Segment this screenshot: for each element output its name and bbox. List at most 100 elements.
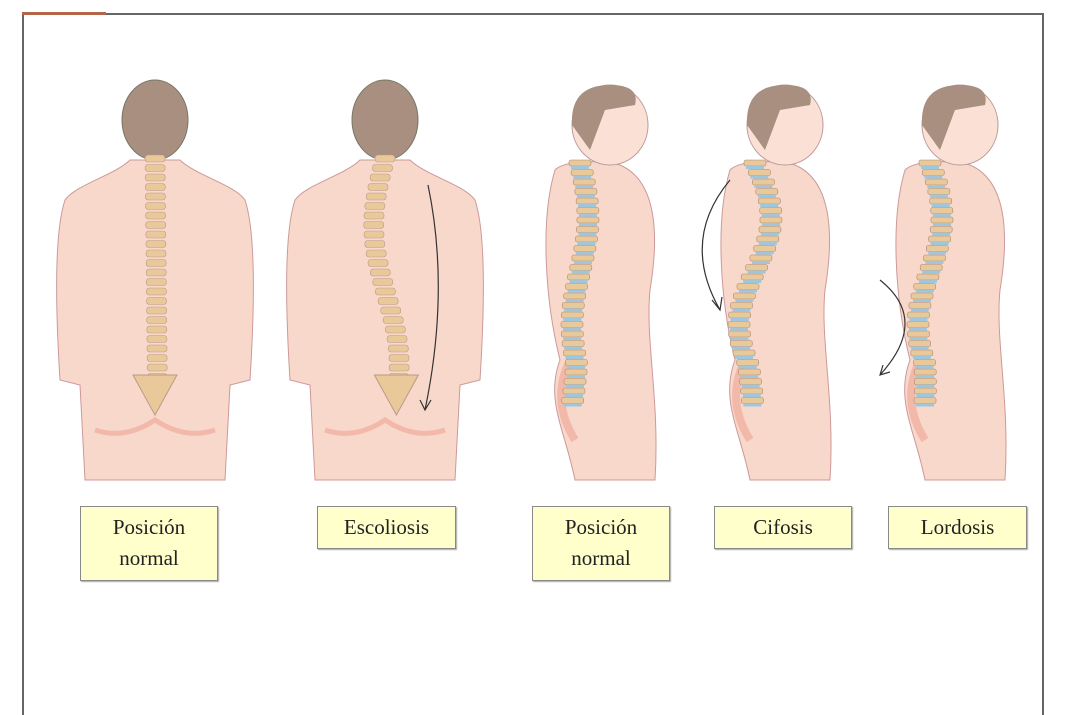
vertebra (145, 230, 167, 239)
vertebra (908, 302, 932, 309)
buttocks-shade (94, 416, 216, 436)
vertebra (752, 178, 775, 186)
curvature-arrow (701, 179, 731, 312)
vertebra (576, 207, 600, 214)
disc (915, 289, 934, 293)
vertebra (910, 349, 934, 357)
vertebra (753, 245, 777, 252)
vertebra (929, 226, 953, 233)
frame-accent (22, 12, 106, 15)
disc (913, 299, 932, 302)
vertebra (740, 273, 764, 281)
vertebra (738, 368, 761, 376)
vertebra (385, 325, 406, 334)
label-scoliosis: Escoliosis (317, 506, 456, 549)
vertebra (377, 297, 399, 305)
vertebra (927, 188, 951, 195)
vertebra (914, 387, 937, 395)
vertebra (388, 344, 409, 353)
vertebra (921, 169, 945, 176)
vertebra (741, 397, 764, 404)
disc (567, 289, 586, 293)
disc (746, 166, 764, 169)
vertebra (907, 311, 930, 319)
vertebra (372, 164, 393, 172)
vertebra (369, 268, 391, 277)
hair (921, 85, 986, 150)
vertebra (573, 245, 597, 252)
vertebra (569, 264, 593, 271)
label-line2: normal (119, 546, 179, 570)
diagram-frame (22, 13, 1044, 715)
side-lordosis-figure (879, 84, 1007, 481)
vertebra (145, 192, 166, 201)
vertebra (758, 197, 781, 205)
vertebra (745, 264, 768, 271)
disc (910, 346, 929, 350)
vertebra (561, 340, 585, 347)
vertebra (916, 273, 940, 281)
vertebra (913, 283, 937, 290)
vertebra (145, 183, 166, 191)
buttocks-shade (324, 416, 446, 436)
disc (565, 356, 584, 359)
disc (761, 223, 780, 226)
disc (932, 223, 951, 226)
side-kyphosis-figure (701, 84, 832, 481)
disc (735, 299, 754, 302)
disc (909, 337, 928, 340)
vertebra (743, 159, 767, 167)
curvature-arrow (879, 279, 906, 376)
vertebra (145, 240, 167, 248)
vertebra (363, 221, 385, 229)
vertebra (732, 349, 756, 357)
disc (563, 403, 582, 407)
disc (567, 375, 586, 378)
disc (921, 166, 939, 169)
vertebra (146, 287, 167, 296)
hair (571, 85, 636, 150)
vertebra (740, 387, 764, 395)
vertebra (570, 169, 594, 176)
disc (916, 375, 935, 378)
vertebra (364, 202, 386, 210)
vertebra (369, 173, 391, 182)
disc (569, 280, 588, 283)
disc (743, 403, 762, 407)
vertebra (146, 363, 168, 372)
vertebra (930, 216, 954, 224)
disc (932, 232, 951, 236)
vertebra (144, 154, 166, 163)
disc (912, 356, 931, 359)
hair (746, 85, 811, 150)
vertebra (563, 349, 586, 357)
vertebra (568, 159, 592, 167)
vertebra (565, 359, 588, 366)
vertebra (736, 283, 760, 290)
vertebra (365, 192, 387, 201)
vertebra (561, 311, 584, 319)
label-line2: normal (571, 546, 631, 570)
disc (571, 270, 590, 274)
vertebra (146, 335, 168, 343)
vertebra (564, 368, 588, 376)
disc (732, 308, 751, 312)
vertebra (736, 359, 759, 366)
disc (730, 327, 749, 331)
vertebra (575, 197, 599, 205)
vertebra (574, 188, 598, 195)
disc (909, 318, 928, 321)
disc (931, 204, 950, 207)
disc (563, 327, 582, 331)
vertebra (386, 335, 408, 343)
vertebra (913, 359, 936, 366)
vertebra (728, 330, 751, 338)
disc (754, 185, 773, 188)
disc (578, 232, 597, 236)
vertebra (561, 397, 585, 404)
disc (573, 175, 592, 179)
vertebra (575, 235, 598, 243)
label-line1: Lordosis (920, 515, 995, 539)
disc (757, 194, 776, 198)
vertebra (365, 249, 387, 258)
